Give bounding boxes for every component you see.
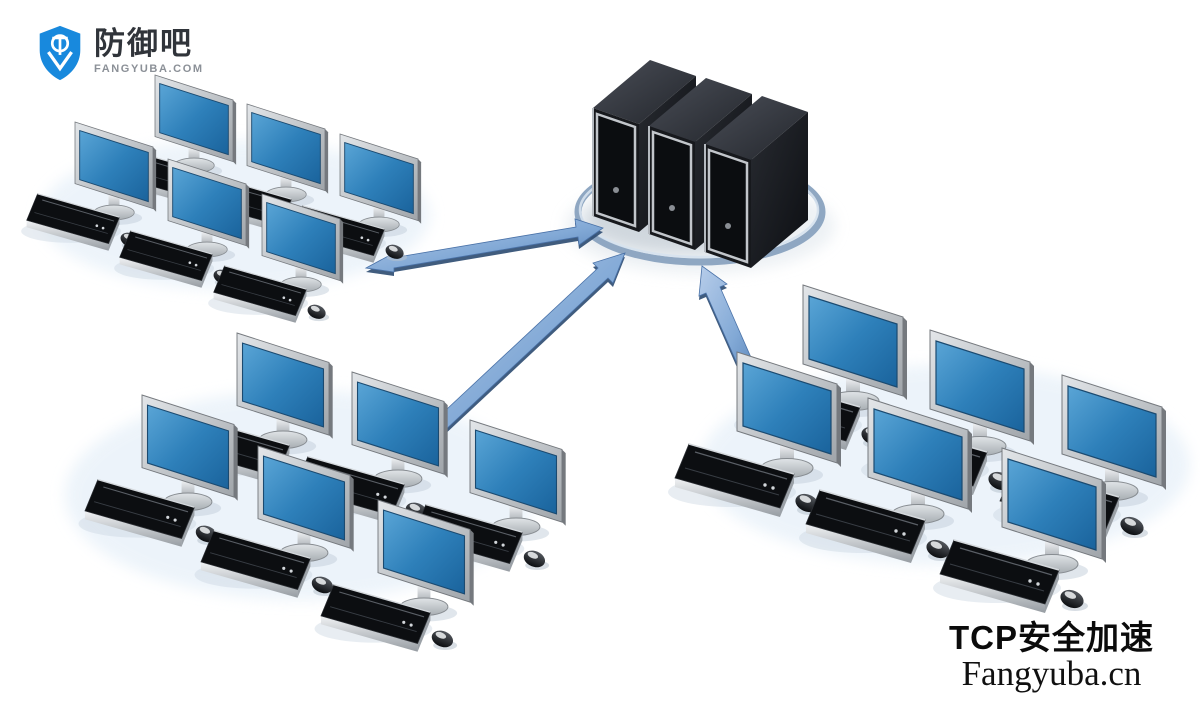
caption-line2: Fangyuba.cn [961, 653, 1142, 693]
brand-domain: FANGYUBA.COM [94, 63, 204, 75]
caption: TCP安全加速 Fangyuba.cn [949, 619, 1154, 693]
tower-logo [613, 187, 619, 193]
server-rack [565, 60, 835, 274]
tower-logo [725, 223, 731, 229]
tower-top [705, 96, 808, 160]
connection-arrows [364, 218, 765, 437]
brand-logo: 防御吧 FANGYUBA.COM [34, 24, 204, 82]
server-tower [704, 96, 808, 268]
tower-logo [669, 205, 675, 211]
arrow-face [431, 252, 626, 434]
tower-front-bezel [707, 148, 749, 264]
arrow-bottom-left-to-server [431, 252, 626, 437]
tower-top [649, 78, 752, 142]
brand-name: 防御吧 [94, 26, 193, 61]
tower-side [751, 112, 808, 268]
tower-front-bezel [651, 130, 693, 246]
shield-icon [39, 25, 81, 81]
caption-line1: TCP安全加速 [949, 619, 1154, 657]
tower-front-bezel [595, 112, 637, 228]
tower-top [593, 60, 696, 124]
